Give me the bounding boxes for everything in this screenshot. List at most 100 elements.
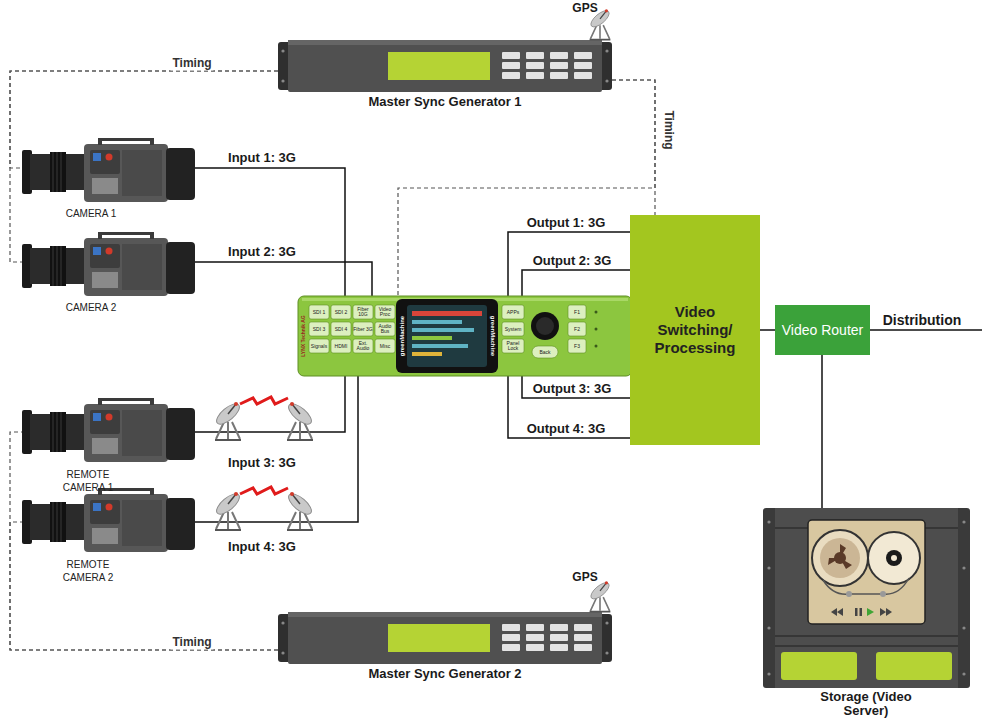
- button-label: F2: [568, 327, 586, 332]
- camera-illustration: [22, 399, 195, 462]
- signal-label: Output 1: 3G: [525, 215, 608, 230]
- satellite-dish: [213, 490, 242, 530]
- button-label: SDI 4: [331, 327, 351, 332]
- signal-line: [760, 329, 775, 331]
- wireless-link: [240, 487, 288, 494]
- brand-label: LYNX Technik AG: [301, 315, 307, 357]
- signal-line: [522, 270, 630, 296]
- output-label: Distribution: [883, 312, 962, 328]
- node-label: Master Sync Generator 2: [278, 666, 612, 681]
- signal-label: Output 3: 3G: [531, 381, 614, 396]
- camera: CAMERA 2: [22, 232, 195, 316]
- node-label: REMOTE CAMERA 2: [50, 558, 126, 584]
- sync-generator-rack: [278, 612, 612, 664]
- device-button: [309, 322, 329, 336]
- video-server: Storage (Video Server): [763, 508, 970, 720]
- device-button: [568, 339, 586, 353]
- product-label: greenMachine: [489, 316, 496, 356]
- converter-frame-illustration: [298, 296, 632, 376]
- signal-label: Output 2: 3G: [531, 253, 614, 268]
- converter-frame: greenMachine: [298, 296, 632, 376]
- gps-antenna: [588, 580, 611, 612]
- button-label: HDMI: [331, 344, 351, 349]
- signal-label: Input 1: 3G: [226, 150, 298, 165]
- device-button: [568, 322, 586, 336]
- camera-illustration: [22, 233, 195, 296]
- camera-illustration: [22, 489, 195, 552]
- timing-label: Timing: [170, 56, 213, 71]
- device-button: [532, 346, 558, 358]
- device-button: [353, 305, 373, 319]
- remote-camera: REMOTE CAMERA 1: [22, 398, 195, 498]
- signal-line: [522, 376, 630, 398]
- node-label: CAMERA 1: [36, 208, 146, 220]
- node-label: Video Router: [782, 322, 863, 339]
- timing-label: Timing: [661, 108, 676, 151]
- video-server-illustration: [763, 508, 970, 688]
- button-label: SDI 1: [309, 310, 329, 315]
- button-label: SDI 2: [331, 310, 351, 315]
- signal-line: [195, 376, 358, 522]
- signal-label: Input 3: 3G: [226, 455, 298, 470]
- button-label: Back: [532, 350, 558, 355]
- signal-line: [508, 376, 630, 438]
- satellite-dish: [213, 400, 242, 440]
- device-button: [331, 339, 351, 353]
- signal-line: [821, 355, 823, 508]
- button-label: System: [502, 327, 524, 332]
- button-label: Audio Bus: [375, 324, 395, 334]
- satellite-dish: [285, 400, 314, 440]
- button-label: F1: [568, 310, 586, 315]
- node-label: Video Switching/ Processing: [636, 303, 754, 357]
- camera: CAMERA 1: [22, 138, 195, 222]
- camera-illustration: [22, 139, 195, 202]
- switching-block: Video Switching/ Processing: [630, 215, 760, 445]
- distribution-line: [870, 329, 982, 331]
- button-label: SDI 3: [309, 327, 329, 332]
- button-label: F3: [568, 344, 586, 349]
- button-label: APPs: [502, 310, 524, 315]
- signal-label: Input 2: 3G: [226, 244, 298, 259]
- device-button: [309, 305, 329, 319]
- remote-camera: REMOTE CAMERA 2: [22, 488, 195, 588]
- node-label: CAMERA 2: [36, 302, 146, 314]
- device-button: [331, 305, 351, 319]
- button-label: Ext. Audio: [353, 341, 373, 351]
- device-button: [353, 339, 373, 353]
- button-label: Fiber 3G: [353, 327, 373, 332]
- satellite-dish: [285, 490, 314, 530]
- gps-label: GPS: [572, 571, 597, 585]
- node-label: Master Sync Generator 1: [278, 94, 612, 109]
- gps-label: GPS: [572, 2, 597, 16]
- device-button: [568, 305, 586, 319]
- node-label: Storage (Video Server): [816, 690, 916, 718]
- device-button: [375, 322, 395, 336]
- button-label: Fiber 10G: [353, 307, 373, 317]
- device-button: [502, 322, 524, 336]
- signal-line: [195, 168, 345, 296]
- sync-generator: Master Sync Generator 2: [278, 612, 612, 683]
- button-label: Signals: [309, 344, 329, 349]
- device-button: [331, 322, 351, 336]
- signal-line: [508, 232, 630, 296]
- button-label: Panel Lock: [502, 341, 524, 351]
- device-button: [309, 339, 329, 353]
- timing-label: Timing: [170, 635, 213, 650]
- device-button: [375, 339, 395, 353]
- button-label: Video Proc: [375, 307, 395, 317]
- node-label: REMOTE CAMERA 1: [50, 468, 126, 494]
- node-label: greenMachine: [399, 316, 405, 356]
- sync-generator-rack: [278, 40, 612, 92]
- wireless-link: [240, 397, 288, 404]
- signal-label: Input 4: 3G: [226, 539, 298, 554]
- sync-generator: Master Sync Generator 1: [278, 40, 612, 111]
- device-button: [502, 339, 524, 353]
- signal-line: [195, 262, 372, 296]
- device-button: [502, 305, 524, 319]
- button-label: Misc: [375, 344, 395, 349]
- timing-line: [612, 80, 655, 215]
- device-button: [353, 322, 373, 336]
- signal-label: Output 4: 3G: [525, 421, 608, 436]
- timing-line: [398, 80, 655, 296]
- device-button: [375, 305, 395, 319]
